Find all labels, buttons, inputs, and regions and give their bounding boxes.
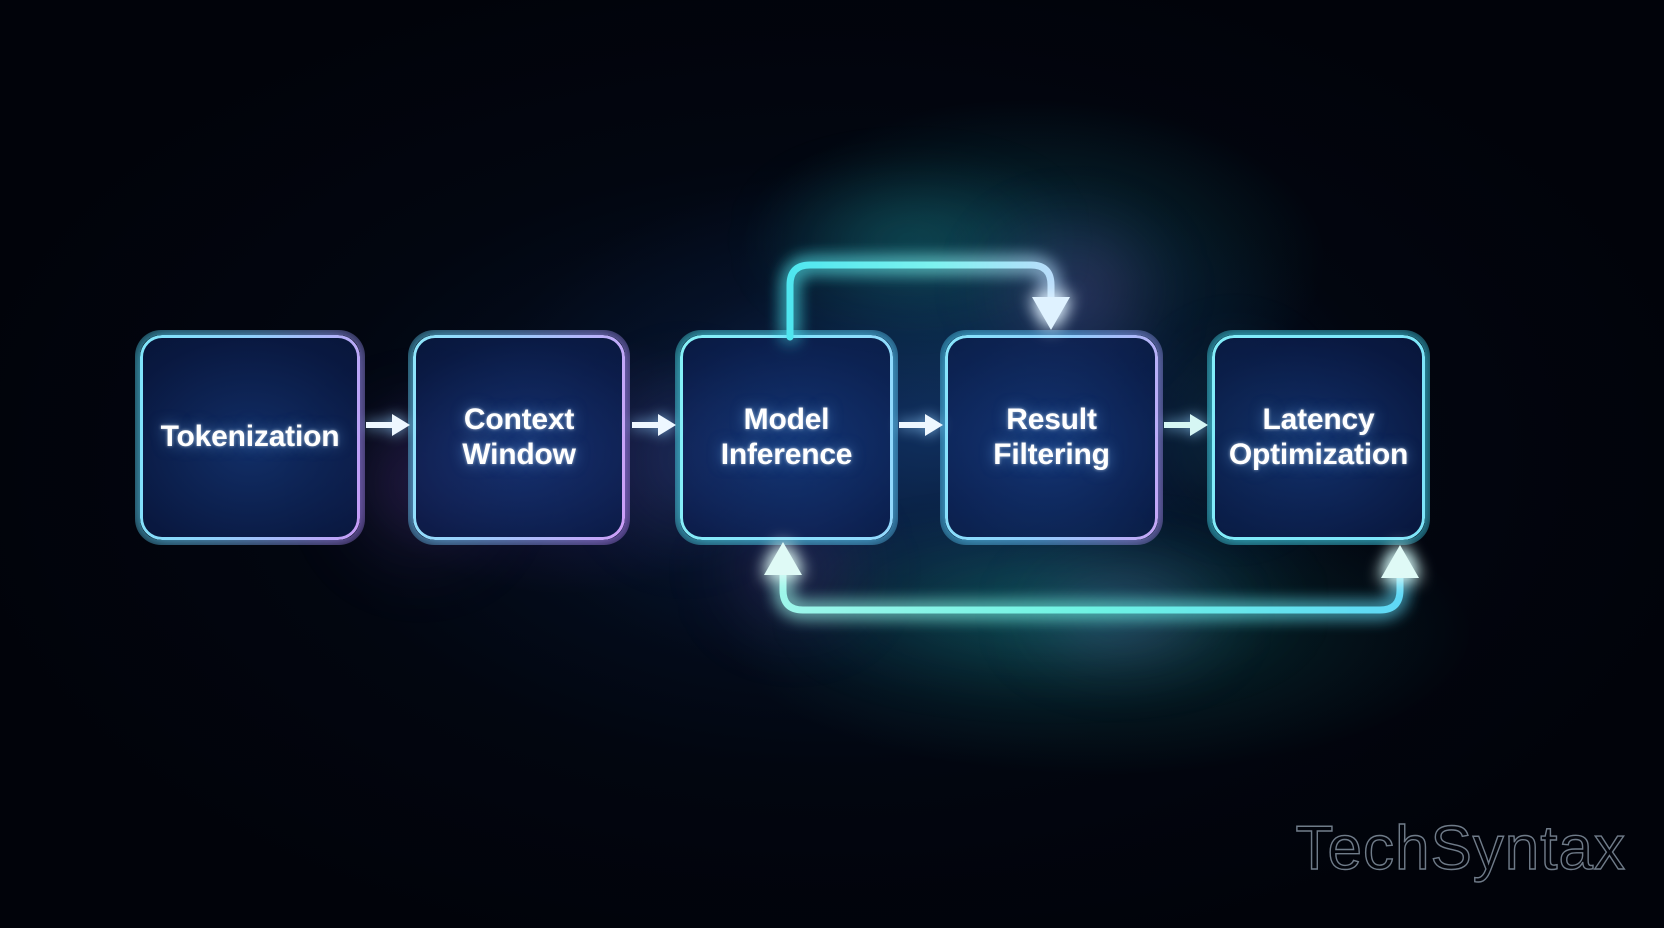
node-result-filtering[interactable]: Result Filtering <box>940 330 1163 545</box>
arrow-filtering-to-latency <box>1164 414 1208 436</box>
node-label: Tokenization <box>160 420 340 454</box>
node-latency-optimization[interactable]: Latency Optimization <box>1207 330 1430 545</box>
arrow-context-to-inference <box>632 414 676 436</box>
node-label: Latency Optimization <box>1228 402 1409 471</box>
arrow-tokenization-to-context <box>366 414 410 436</box>
node-model-inference[interactable]: Model Inference <box>675 330 898 545</box>
loop-latency-to-inference <box>764 542 1419 614</box>
node-label: Context Window <box>462 402 576 471</box>
loop-inference-to-filtering <box>786 261 1070 341</box>
watermark-techsyntax: TechSyntax <box>1295 813 1626 883</box>
glow-smudge-top-cyan <box>760 180 1060 300</box>
node-border <box>945 335 1158 540</box>
node-border <box>1212 335 1425 540</box>
node-context-window[interactable]: Context Window <box>408 330 630 545</box>
glow-smudge-bottom-cyan <box>790 540 1310 670</box>
node-border <box>140 335 360 540</box>
glow-smudge-bottom-purple <box>1010 560 1240 670</box>
node-border <box>413 335 625 540</box>
node-label: Model Inference <box>720 402 853 471</box>
arrow-inference-to-filtering <box>899 414 943 436</box>
node-label: Result Filtering <box>993 402 1110 471</box>
node-tokenization[interactable]: Tokenization <box>135 330 365 545</box>
node-border <box>680 335 893 540</box>
